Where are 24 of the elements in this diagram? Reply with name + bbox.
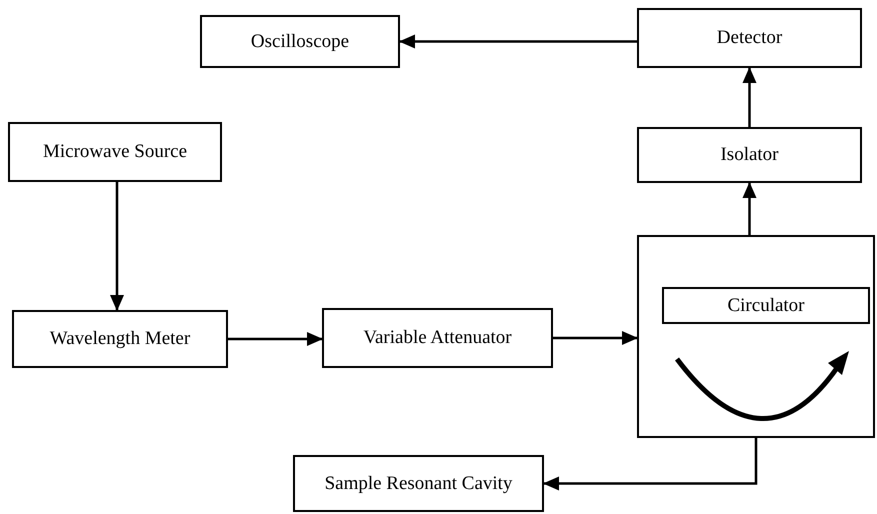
- process-box: [637, 8, 862, 68]
- arrow: [553, 331, 638, 345]
- box-label: Circulator: [727, 294, 805, 318]
- arrow: [110, 182, 124, 311]
- process-box: [293, 455, 544, 512]
- circulator-housing-box: [637, 235, 875, 438]
- process-box: [637, 127, 862, 183]
- arrow: [228, 332, 323, 346]
- arrow: [742, 182, 756, 235]
- box-label: Microwave Source: [42, 140, 188, 164]
- box-label: Oscilloscope: [250, 30, 350, 54]
- process-box: [8, 122, 222, 182]
- process-box: [662, 287, 870, 324]
- process-box: [322, 308, 553, 368]
- box-label: Variable Attenuator: [363, 326, 512, 350]
- arrow: [543, 438, 758, 490]
- box-label: Sample Resonant Cavity: [324, 472, 512, 496]
- box-label: Isolator: [720, 143, 779, 167]
- arrow: [742, 67, 756, 127]
- arrow: [399, 34, 637, 48]
- process-box: [200, 15, 400, 68]
- process-box: [12, 310, 228, 368]
- box-label: Wavelength Meter: [50, 327, 190, 351]
- box-label: Detector: [716, 26, 782, 50]
